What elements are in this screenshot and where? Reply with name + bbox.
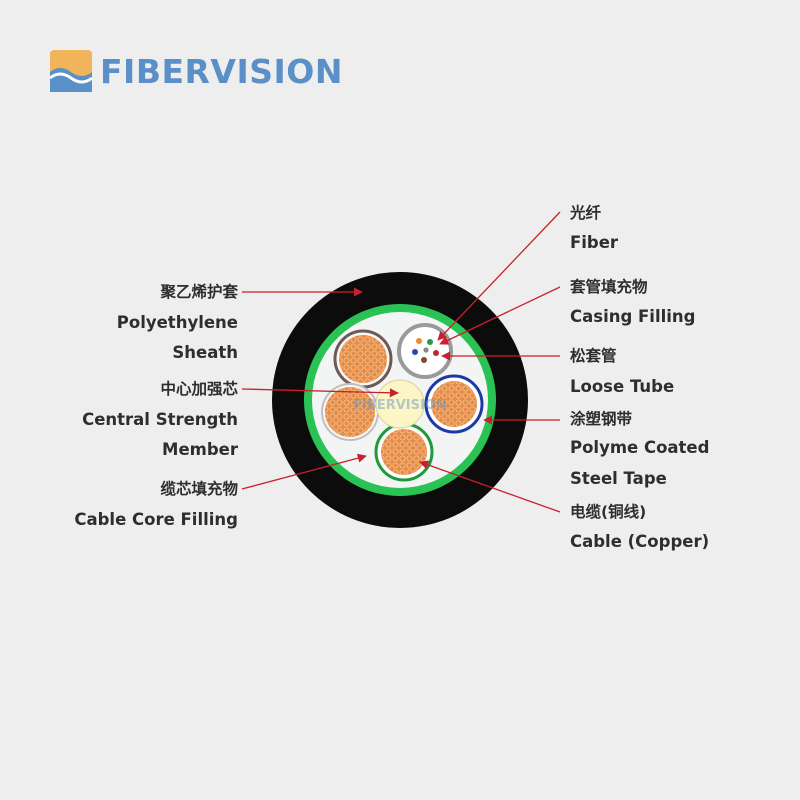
label-sheath-en1: Polyethylene	[116, 313, 238, 332]
label-cable-copper-cn: 电缆(铜线)	[570, 503, 647, 521]
brand-name: FIBERVISION	[100, 51, 343, 91]
leader-casing-filling	[439, 286, 561, 345]
label-cable-copper-en: Cable (Copper)	[570, 532, 710, 551]
label-casing-filling-en: Casing Filling	[570, 307, 696, 326]
fiber-red	[433, 350, 439, 356]
label-fiber-en: Fiber	[570, 233, 619, 252]
label-steel-tape-cn: 涂塑钢带	[570, 410, 633, 428]
leader-core-filling	[241, 453, 367, 490]
label-sheath-cn: 聚乙烯护套	[160, 283, 238, 301]
label-central-member-en1: Central Strength	[82, 410, 238, 429]
fiber-blue	[412, 349, 418, 355]
brand-logo: FIBERVISION	[50, 50, 343, 92]
leader-fiber	[437, 211, 561, 341]
label-casing-filling-cn: 套管填充物	[570, 278, 648, 296]
fiber-brown	[421, 357, 427, 363]
label-fiber-cn: 光纤	[570, 204, 602, 222]
label-sheath-en2: Sheath	[172, 343, 238, 362]
fiber-gray	[423, 347, 429, 353]
central-strength-member	[375, 379, 425, 429]
label-central-member-cn: 中心加强芯	[160, 380, 238, 398]
label-core-filling-en: Cable Core Filling	[74, 510, 238, 529]
copper-cable-left	[321, 383, 379, 441]
watermark-text: FIBERVISION	[353, 398, 447, 413]
copper-cable-bottom	[374, 422, 434, 482]
label-loose-tube-en: Loose Tube	[570, 377, 675, 396]
label-central-member-en2: Member	[162, 440, 238, 459]
copper-cable-top-left	[333, 329, 393, 389]
label-steel-tape-en1: Polyme Coated	[570, 438, 710, 457]
copper-cable-right	[424, 374, 484, 434]
brand-mark-icon	[50, 50, 92, 92]
leader-central-member	[241, 388, 399, 398]
loose-tube	[397, 323, 453, 379]
fiber-orange	[416, 338, 422, 344]
fiber-green	[427, 339, 433, 345]
label-loose-tube-cn: 松套管	[570, 347, 617, 365]
leader-cable-copper	[419, 460, 561, 513]
label-steel-tape-en2: Steel Tape	[570, 469, 667, 488]
label-core-filling-cn: 缆芯填充物	[160, 480, 238, 498]
